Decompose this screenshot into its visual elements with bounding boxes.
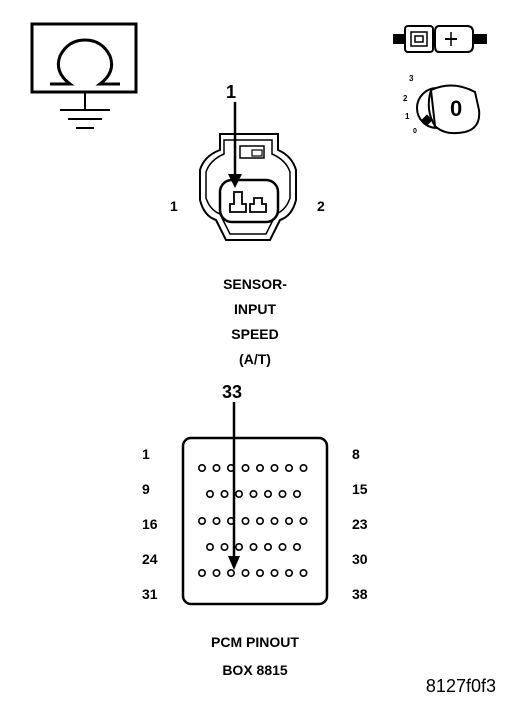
pcm-pin-hole (299, 464, 308, 473)
pcm-pin-hole (249, 543, 258, 552)
pcm-title: PCM PINOUT (211, 634, 299, 650)
pcm-pin-hole (256, 464, 265, 473)
ignition-position-3: 3 (409, 74, 414, 83)
pcm-pin-hole (285, 517, 294, 526)
figure-id: 8127f0f3 (425, 676, 496, 696)
sensor-name: SENSOR- INPUT SPEED (A/T) (150, 272, 360, 372)
ignition-position-0: 0 (413, 128, 417, 135)
pcm-pin-hole (256, 517, 265, 526)
pcm-pin-hole (205, 490, 214, 499)
ohmmeter-icon (30, 22, 138, 129)
ignition-position-2: 2 (403, 94, 408, 103)
pcm-row-end-label: 23 (352, 516, 368, 532)
pcm-pin-hole (285, 464, 294, 473)
pcm-probe-label: 33 (222, 382, 243, 402)
pcm-pin-hole (285, 569, 294, 578)
pcm-pin-hole (234, 490, 243, 499)
pcm-pin-hole (197, 517, 206, 526)
pcm-pin-hole (264, 543, 273, 552)
sensor-probe-label: 1 (226, 82, 237, 102)
pcm-pin-hole (234, 543, 243, 552)
sensor-name-line: INPUT (234, 301, 276, 317)
pcm-pin-hole (226, 569, 235, 578)
pcm-row-end-label: 30 (352, 551, 368, 567)
sensor-pin-2-label: 2 (317, 198, 325, 214)
sensor-pin-1-label: 1 (170, 198, 178, 214)
pcm-pin-hole (197, 569, 206, 578)
pcm-pin-hole (241, 569, 250, 578)
pcm-pin-hole (220, 490, 229, 499)
pcm-row-start-label: 16 (142, 516, 158, 532)
pcm-pin-hole (197, 464, 206, 473)
pcm-row-start-label: 1 (142, 446, 150, 462)
disconnected-connector-icon (393, 25, 487, 53)
sensor-name-line: SPEED (231, 326, 279, 342)
pcm-pin-hole (278, 490, 287, 499)
pcm-subtitle: BOX 8815 (222, 662, 288, 678)
pcm-pin-hole (264, 490, 273, 499)
pcm-pin-hole (270, 569, 279, 578)
pcm-pin-hole (205, 543, 214, 552)
pcm-pin-hole (299, 517, 308, 526)
ignition-key-label: 0 (450, 96, 463, 121)
pcm-pin-hole (293, 490, 302, 499)
sensor-name-line: SENSOR- (223, 276, 287, 292)
pcm-pin-hole (270, 464, 279, 473)
pcm-row-end-label: 38 (352, 586, 368, 602)
pcm-pin-hole (249, 490, 258, 499)
pcm-connector (181, 402, 329, 606)
pcm-pin-hole (270, 517, 279, 526)
pcm-row-start-label: 31 (142, 586, 158, 602)
pcm-pin-hole (241, 464, 250, 473)
ignition-key-icon: 3 2 1 0 0 (395, 70, 495, 145)
pcm-pin-hole (278, 543, 287, 552)
pcm-pin-hole (299, 569, 308, 578)
pcm-pin-grid (197, 464, 308, 578)
pcm-pin-hole (212, 464, 221, 473)
pcm-row-end-label: 15 (352, 481, 368, 497)
pcm-pin-hole (212, 517, 221, 526)
pcm-pin-hole (293, 543, 302, 552)
sensor-connector (199, 102, 297, 241)
pcm-pin-hole (241, 517, 250, 526)
pcm-row-start-label: 9 (142, 481, 150, 497)
pcm-row-end-label: 8 (352, 446, 360, 462)
sensor-name-line: (A/T) (239, 351, 271, 367)
pcm-row-start-label: 24 (142, 551, 158, 567)
ignition-position-1: 1 (405, 112, 410, 121)
pcm-pin-hole (212, 569, 221, 578)
pcm-pin-hole (220, 543, 229, 552)
pcm-pin-hole (256, 569, 265, 578)
